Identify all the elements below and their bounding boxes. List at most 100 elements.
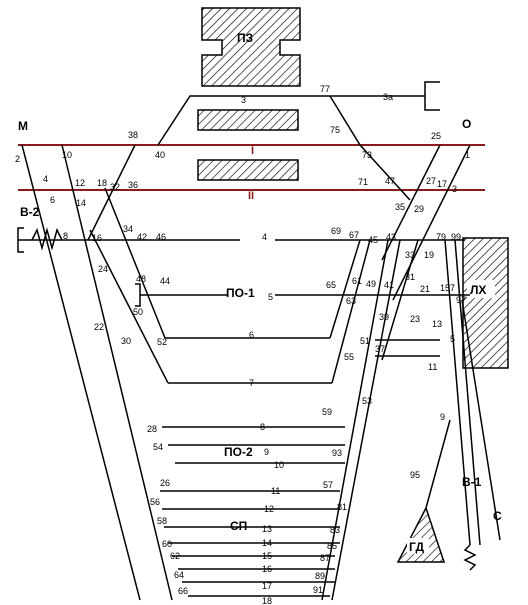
track-number-5: 5 [268,292,273,302]
switch-79: 79 [436,232,446,242]
switch-69: 69 [331,226,341,236]
switch-10: 10 [62,150,72,160]
switch-40: 40 [155,150,165,160]
track-number-3: 3 [241,95,246,105]
switch-8: 8 [63,231,68,241]
main-track-i-label: I [251,145,254,157]
switch-57: 57 [323,480,333,490]
switch-19: 19 [424,250,434,260]
switch-87: 87 [320,553,330,563]
switch-44: 44 [160,276,170,286]
switch-93: 93 [332,448,342,458]
switch-60: 60 [162,539,172,549]
pz-label: ПЗ [237,31,253,45]
switch-9: 9 [440,412,445,422]
switch-2: 2 [15,154,20,164]
main-track-ii-label: II [248,190,254,202]
track-number-labels: 3 3а 4 5 6 7 8 9 10 11 12 13 14 15 16 17… [241,92,393,605]
switch-number-labels: 1 2 3 4 5 6 7 8 9 10 11 12 13 14 15 16 1… [15,84,470,596]
track-number-15: 15 [262,551,272,561]
switch-3: 3 [452,184,457,194]
switch-46: 46 [156,232,166,242]
track-number-7: 7 [249,378,254,388]
switch-89: 89 [315,571,325,581]
switch-38: 38 [128,130,138,140]
switch-64: 64 [174,570,184,580]
switch-91: 91 [313,585,323,595]
switch-52: 52 [157,337,167,347]
track-network [17,81,501,601]
switch-53: 53 [362,396,372,406]
switch-85: 85 [327,541,337,551]
switch-97: 97 [456,295,466,305]
switch-62: 62 [170,551,180,561]
switch-48: 48 [136,274,146,284]
switch-39: 39 [379,312,389,322]
track-number-16: 16 [262,564,272,574]
switch-58: 58 [157,516,167,526]
switch-55: 55 [344,352,354,362]
switch-75: 75 [330,125,340,135]
label-po2: ПО-2 [224,445,253,459]
switch-13: 13 [432,319,442,329]
track-number-13: 13 [262,524,272,534]
platform-upper [197,109,299,131]
label-v2: В-2 [20,205,40,219]
label-s: С [493,509,502,523]
lx-label: ЛХ [470,283,486,297]
switch-83: 83 [330,525,340,535]
switch-30: 30 [121,336,131,346]
switch-37: 37 [375,344,385,354]
switch-54: 54 [153,442,163,452]
label-m: М [18,119,28,133]
switch-32: 32 [110,182,120,192]
track-number-10: 10 [274,460,284,470]
switch-71: 71 [358,177,368,187]
switch-63: 63 [346,296,356,306]
switch-95: 95 [410,470,420,480]
side-labels: М О В-2 В-1 С ПО-1 ПО-2 СП [18,117,502,533]
switch-67: 67 [349,230,359,240]
switch-41: 41 [384,280,394,290]
switch-22: 22 [94,322,104,332]
label-v1: В-1 [462,475,482,489]
track-number-11: 11 [271,486,280,496]
switch-73: 73 [362,150,372,160]
label-o: О [462,117,471,131]
lx-label-box [467,280,495,298]
switch-17: 17 [437,179,447,189]
track-number-12: 12 [264,504,274,514]
switch-6: 6 [50,195,55,205]
switch-59: 59 [322,407,332,417]
switch-47: 47 [385,176,395,186]
switch-45: 45 [368,235,378,245]
track-number-9: 9 [264,447,269,457]
switch-36: 36 [128,180,138,190]
lx-building [462,237,509,369]
switch-49: 49 [366,279,376,289]
track-number-4: 4 [262,232,267,242]
label-po1: ПО-1 [226,286,255,300]
switch-28: 28 [147,424,157,434]
switch-35: 35 [395,202,405,212]
switch-65: 65 [326,280,336,290]
platform-lower [197,159,299,181]
track-number-3a: 3а [383,92,393,102]
switch-42: 42 [137,232,147,242]
switch-18: 18 [97,178,107,188]
switch-31: 31 [405,272,415,282]
track-number-8: 8 [260,422,265,432]
switch-33: 33 [405,250,415,260]
pz-building [201,7,301,87]
switch-50: 50 [133,307,143,317]
switch-25: 25 [431,131,441,141]
switch-1: 1 [465,150,470,160]
switch-5: 5 [450,334,455,344]
switch-66: 66 [178,586,188,596]
track-number-17: 17 [262,581,272,591]
switch-23: 23 [410,314,420,324]
gd-label-box [407,538,429,554]
switch-34: 34 [123,224,133,234]
track-number-18: 18 [262,596,272,605]
